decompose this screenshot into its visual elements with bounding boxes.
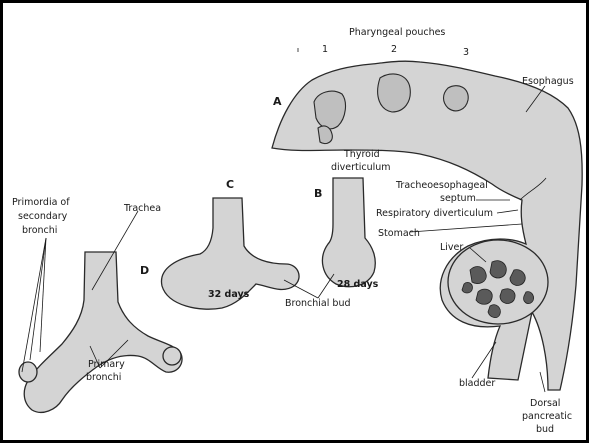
dorsal-label-line1: Dorsal (530, 398, 560, 409)
pouch-3-label: 3 (463, 47, 469, 58)
primordia-label-line2: secondary (18, 211, 68, 222)
liver-label: Liver (440, 242, 463, 253)
pouch-2-label: 2 (391, 44, 397, 55)
stage-d-letter: D (140, 264, 149, 277)
stage-a-foregut (272, 61, 582, 390)
stage-d-secondary-bud-right (163, 347, 181, 365)
stage-d-secondary-bud-left (19, 362, 37, 382)
trachea-label: Trachea (123, 203, 161, 214)
bladder-label: bladder (459, 378, 495, 389)
dorsal-label-line3: bud (536, 424, 554, 435)
respiratory-diverticulum-label: Respiratory diverticulum (376, 208, 493, 219)
stage-c-letter: C (226, 178, 234, 191)
primordia-label-line1: Primordia of (12, 197, 70, 208)
stage-b-letter: B (314, 187, 322, 200)
stage-b-bud (322, 178, 375, 287)
primary-bronchi-label-line1: Primary (88, 359, 125, 370)
days-32-label: 32 days (208, 289, 250, 300)
esophagus-label: Esophagus (522, 76, 574, 87)
thyroid-label-line1: Thyroid (343, 149, 380, 160)
days-28-label: 28 days (337, 279, 379, 290)
bronchial-bud-label: Bronchial bud (285, 298, 351, 309)
primordia-label-line3: bronchi (22, 225, 57, 236)
stage-d-bronchi (24, 252, 182, 412)
stomach-label: Stomach (378, 228, 420, 239)
pharyngeal-pouches-label: Pharyngeal pouches (349, 27, 445, 38)
tracheoesophageal-label-line2: septum (440, 193, 476, 204)
stage-a-letter: A (273, 95, 282, 108)
tracheoesophageal-label-line1: Tracheoesophageal (395, 180, 488, 191)
pouch-1-label: 1 (322, 44, 328, 55)
dorsal-label-line2: pancreatic (522, 411, 572, 422)
thyroid-label-line2: diverticulum (331, 162, 391, 173)
primary-bronchi-label-line2: bronchi (86, 372, 121, 383)
